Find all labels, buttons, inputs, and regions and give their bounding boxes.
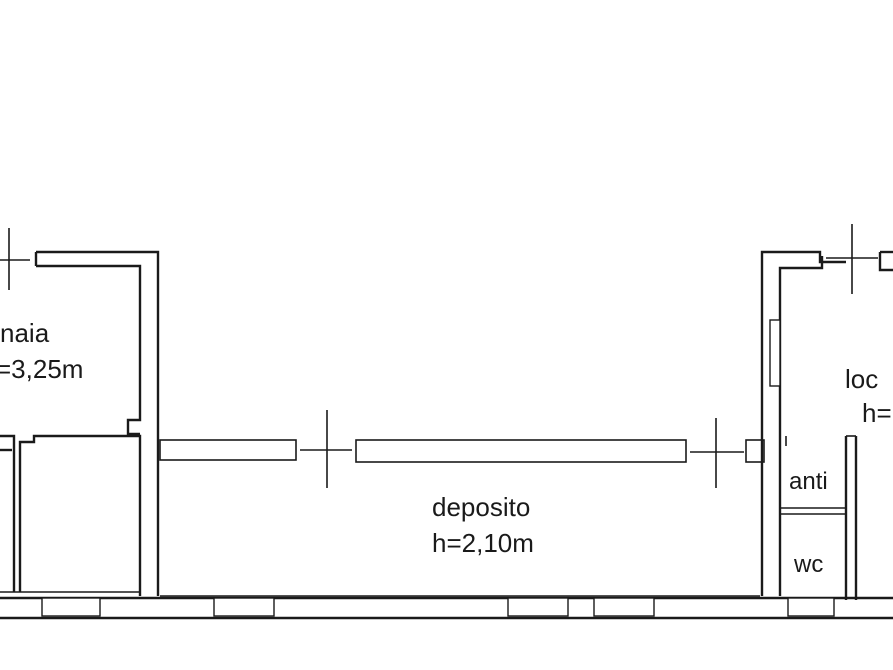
bottom-wall xyxy=(0,591,893,620)
right-room-name: loc xyxy=(845,364,878,394)
left-room-name: naia xyxy=(0,318,50,348)
left-room-walls xyxy=(0,228,160,596)
left-room-height: =3,25m xyxy=(0,354,83,384)
right-room-walls xyxy=(760,224,893,600)
anti-label: anti xyxy=(789,468,828,495)
window-1 xyxy=(41,597,101,617)
center-room-name: deposito xyxy=(432,492,530,522)
corridor-walls xyxy=(156,410,765,596)
center-room-height: h=2,10m xyxy=(432,528,534,558)
window-4 xyxy=(593,597,655,617)
wc-label: wc xyxy=(793,551,823,578)
window-3 xyxy=(507,597,569,617)
window-5 xyxy=(787,597,835,617)
window-2 xyxy=(213,597,275,617)
right-room-height: h= xyxy=(862,398,892,428)
